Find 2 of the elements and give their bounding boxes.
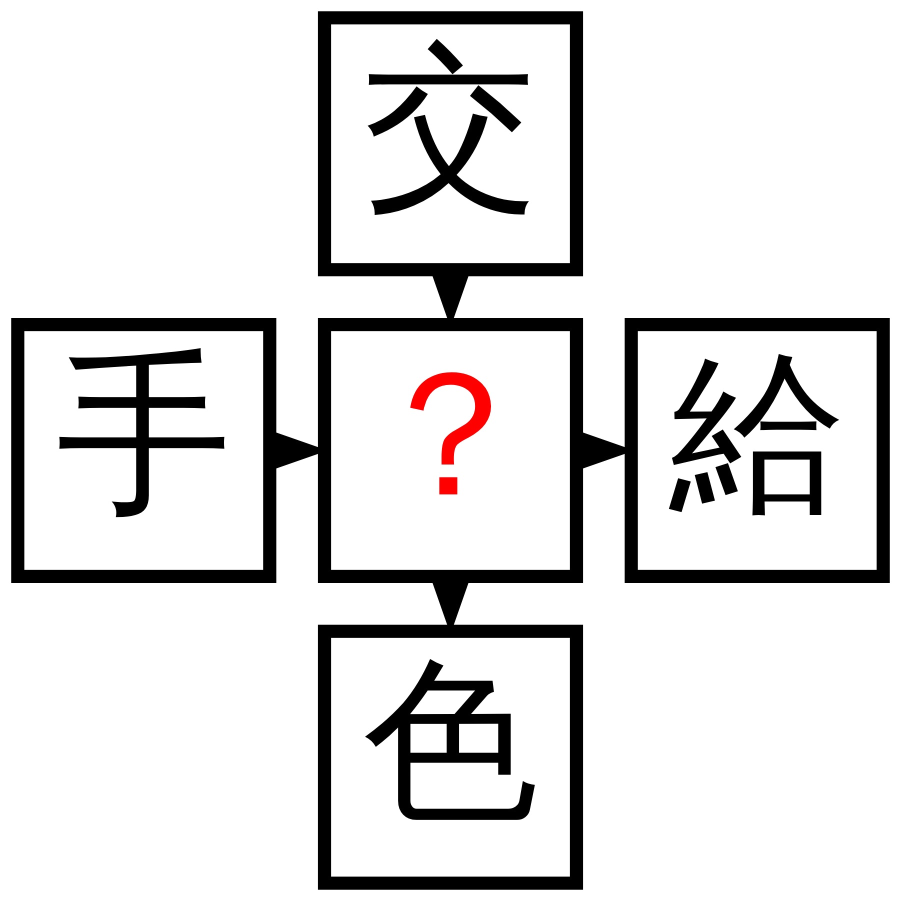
node-box: 給 bbox=[624, 317, 890, 583]
node-box: 色 bbox=[317, 624, 583, 890]
